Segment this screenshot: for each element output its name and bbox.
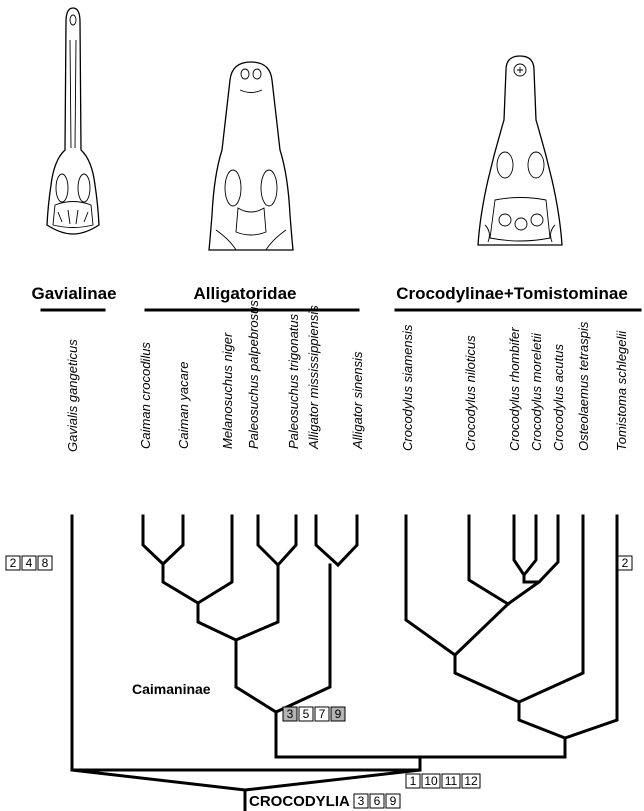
- group-label-alligatoridae: Alligatoridae: [194, 284, 297, 303]
- svg-text:8: 8: [42, 556, 49, 570]
- svg-text:12: 12: [464, 774, 478, 788]
- taxon-crocodylus-siamensis: Crocodylus siamensis: [400, 324, 415, 451]
- crocodylus-skull-icon: [478, 56, 562, 245]
- character-box-gavialis: 2 4 8: [6, 556, 52, 570]
- alligator-skull-icon: [209, 62, 293, 250]
- svg-text:7: 7: [319, 707, 326, 721]
- node-label-crocodylia: CROCODYLIA: [249, 793, 350, 810]
- svg-text:3: 3: [287, 707, 294, 721]
- taxon-melanosuchus-niger: Melanosuchus niger: [220, 332, 235, 449]
- svg-text:6: 6: [374, 794, 381, 808]
- taxon-gavialis-gangeticus: Gavialis gangeticus: [65, 339, 80, 452]
- taxon-caiman-crocodilus: Caiman crocodilus: [138, 342, 153, 449]
- svg-text:9: 9: [390, 794, 397, 808]
- svg-text:3: 3: [358, 794, 365, 808]
- svg-text:11: 11: [445, 774, 458, 788]
- svg-text:9: 9: [335, 707, 342, 721]
- taxon-crocodylus-moreletii: Crocodylus moreletii: [529, 332, 544, 451]
- svg-text:2: 2: [622, 556, 629, 570]
- character-box-alligatoridae: 3 5 7 9: [283, 707, 345, 721]
- gavialis-skull-icon: [47, 8, 99, 234]
- tree-branches: [72, 516, 617, 811]
- taxon-paleosuchus-palpebrosus: Paleosuchus palpebrosus: [246, 300, 261, 449]
- taxon-labels: Gavialis gangeticus Caiman crocodilus Ca…: [65, 300, 629, 452]
- taxon-osteolaemus-tetraspis: Osteolaemus tetraspis: [576, 321, 591, 451]
- node-label-caimaninae: Caimaninae: [132, 681, 211, 697]
- taxon-paleosuchus-trigonatus: Paleosuchus trigonatus: [286, 313, 301, 449]
- character-box-crocodylia: 3 6 9: [354, 794, 400, 808]
- svg-text:10: 10: [424, 774, 438, 788]
- svg-text:2: 2: [10, 556, 17, 570]
- taxon-crocodylus-acutus: Crocodylus acutus: [551, 344, 566, 451]
- svg-text:5: 5: [303, 707, 310, 721]
- svg-text:4: 4: [26, 556, 33, 570]
- character-box-crocodylinae-tomistominae: 1 10 11 12: [406, 774, 480, 788]
- svg-text:1: 1: [410, 774, 417, 788]
- taxon-crocodylus-rhombifer: Crocodylus rhombifer: [507, 327, 522, 451]
- group-label-crocodylinae-tomistominae: Crocodylinae+Tomistominae: [396, 284, 628, 303]
- taxon-caiman-yacare: Caiman yacare: [176, 362, 191, 449]
- taxon-alligator-mississippiensis: Alligator mississippiensis: [306, 305, 321, 450]
- taxon-alligator-sinensis: Alligator sinensis: [350, 351, 365, 450]
- character-box-tomistoma: 2: [618, 556, 632, 570]
- taxon-tomistoma-schlegelii: Tomistoma schlegelii: [614, 330, 629, 451]
- taxon-crocodylus-niloticus: Crocodylus niloticus: [463, 335, 478, 451]
- group-label-gavialinae: Gavialinae: [31, 284, 116, 303]
